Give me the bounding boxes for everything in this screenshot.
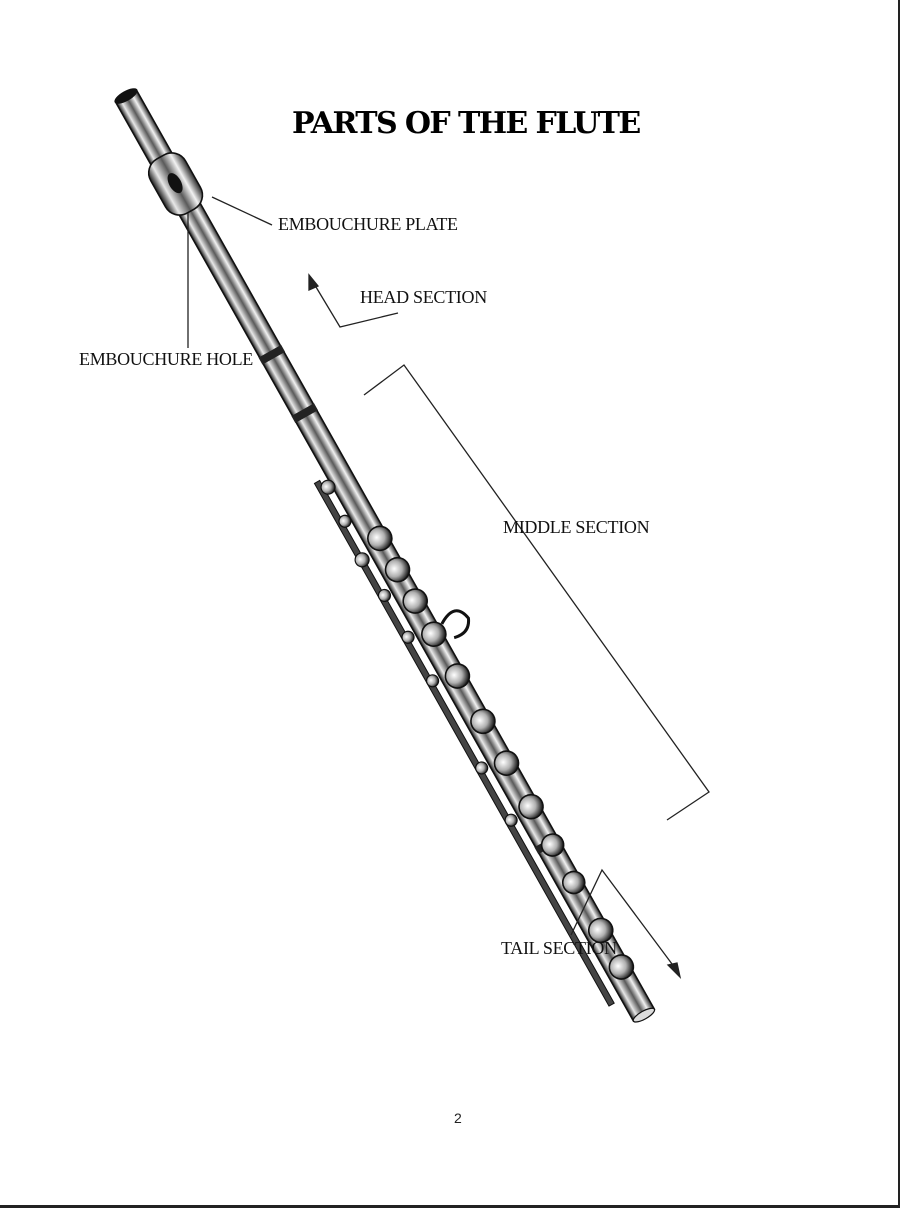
- embouchure-hole-label: EMBOUCHURE HOLE: [79, 349, 253, 369]
- head-section-leader: [312, 281, 399, 328]
- tone-keys: [367, 525, 635, 980]
- middle-section-label: MIDDLE SECTION: [503, 517, 650, 537]
- foot-end: [632, 1007, 656, 1023]
- key-rod: [313, 479, 615, 1007]
- leader-lines: [187, 196, 710, 980]
- tail-section-leader: [570, 868, 676, 969]
- middle-section-bracket: [363, 364, 710, 821]
- page-number: 2: [454, 1110, 462, 1126]
- embouchure-plate-leader: [211, 196, 273, 226]
- embouchure-hole-mark: [167, 173, 183, 194]
- key-mechanism: [320, 479, 518, 827]
- page-border-bottom: [0, 1205, 900, 1208]
- head-section-arrowhead: [308, 273, 320, 292]
- head-section-label: HEAD SECTION: [360, 287, 487, 307]
- middle-joint-ring: [291, 403, 318, 423]
- page-title: PARTS OF THE FLUTE: [292, 106, 641, 141]
- page-border-right: [898, 0, 900, 1208]
- tail-section-arrowhead: [666, 962, 682, 980]
- flute-body: [114, 88, 656, 1023]
- tail-section-label: TAIL SECTION: [501, 938, 617, 958]
- head-joint-ring: [258, 344, 286, 365]
- crown-cap: [114, 88, 138, 104]
- trill-key: [440, 609, 471, 640]
- embouchure-plate-label: EMBOUCHURE PLATE: [278, 214, 458, 234]
